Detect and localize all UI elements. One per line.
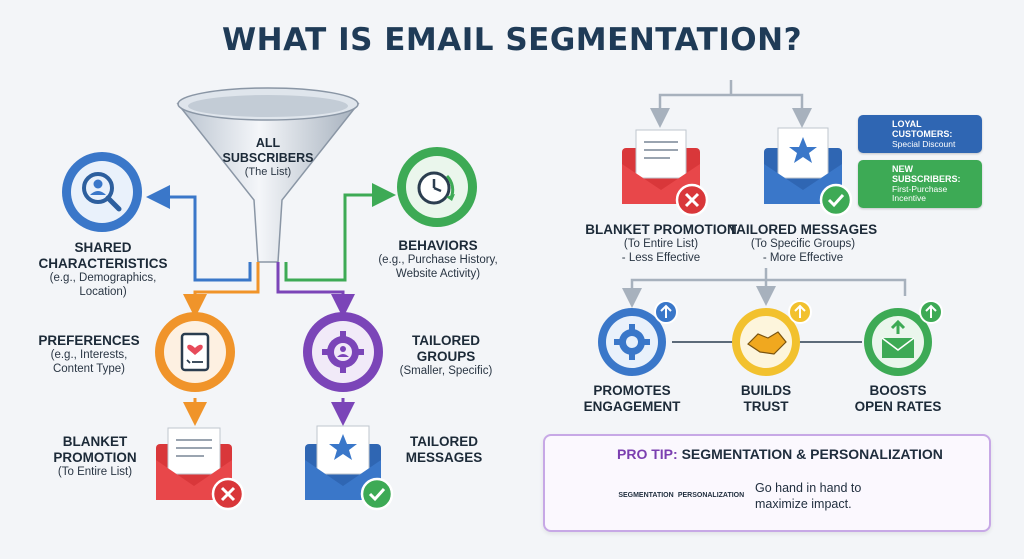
loyal-customers-bubble: LOYAL CUSTOMERS: Special Discount bbox=[858, 115, 982, 154]
right-tailored-sub1: (To Specific Groups) bbox=[750, 238, 856, 251]
red-envelope-icon bbox=[156, 427, 232, 500]
pro-tip-title: PRO TIP: SEGMENTATION & PERSONALIZATION bbox=[617, 446, 943, 462]
envelope-up-icon bbox=[864, 300, 943, 376]
gear-person-icon bbox=[303, 312, 383, 392]
handshake-icon bbox=[732, 300, 812, 376]
right-blanket-label: BLANKET PROMOTION (To Entire List) - Les… bbox=[582, 222, 740, 266]
behaviors-title: BEHAVIORS bbox=[398, 238, 478, 253]
loyal-title: LOYAL CUSTOMERS: bbox=[892, 119, 953, 140]
right-blanket-sub2: - Less Effective bbox=[621, 251, 701, 264]
checklist-heart-icon bbox=[155, 312, 235, 392]
pro-tip-text: Go hand in hand to maximize impact. bbox=[755, 481, 862, 511]
pro-tip-label: PRO TIP: bbox=[617, 446, 678, 462]
left-blanket-sub: (To Entire List) bbox=[57, 466, 133, 479]
left-tailored-messages-title: TAILORED MESSAGES bbox=[405, 434, 483, 466]
benefit-openrates-label: BOOSTS OPEN RATES bbox=[848, 383, 948, 415]
shared-characteristics-label: SHARED CHARACTERISTICS (e.g., Demographi… bbox=[28, 240, 178, 300]
behaviors-label: BEHAVIORS (e.g., Purchase History, Websi… bbox=[368, 238, 508, 282]
preferences-title: PREFERENCES bbox=[38, 333, 140, 348]
benefit-openrates-line1: BOOSTS bbox=[869, 383, 927, 398]
left-blanket-title: BLANKET PROMOTION bbox=[53, 434, 137, 466]
shared-title: SHARED CHARACTERISTICS bbox=[38, 240, 168, 272]
loyal-sub: Special Discount bbox=[892, 138, 956, 149]
page-title: WHAT IS EMAIL SEGMENTATION? bbox=[221, 22, 803, 58]
behaviors-sub: (e.g., Purchase History, Website Activit… bbox=[378, 254, 498, 280]
right-tailored-sub2: - More Effective bbox=[762, 251, 844, 264]
preferences-sub: (e.g., Interests, Content Type) bbox=[50, 349, 128, 375]
gear-icon bbox=[598, 300, 678, 376]
left-tailored-messages-label: TAILORED MESSAGES bbox=[404, 434, 484, 466]
benefit-trust-line2: TRUST bbox=[743, 399, 789, 415]
new-subscribers-bubble: NEW SUBSCRIBERS: First-Purchase Incentiv… bbox=[858, 160, 982, 209]
tailored-groups-title: TAILORED GROUPS bbox=[412, 333, 480, 365]
funnel-icon bbox=[176, 87, 360, 263]
tailored-groups-sub: (Smaller, Specific) bbox=[399, 365, 493, 378]
benefit-engagement-line2: ENGAGEMENT bbox=[583, 399, 681, 415]
funnel-label: ALL SUBSCRIBERS (The List) bbox=[213, 136, 323, 179]
right-tailored-label: TAILORED MESSAGES (To Specific Groups) -… bbox=[728, 222, 878, 266]
close-badge-icon bbox=[211, 477, 245, 511]
segmentation-gear-label: SEGMENTATION bbox=[618, 492, 674, 499]
preferences-label: PREFERENCES (e.g., Interests, Content Ty… bbox=[30, 333, 148, 377]
clock-refresh-icon bbox=[397, 147, 477, 227]
funnel-subtitle: (The List) bbox=[244, 166, 292, 178]
new-title: NEW SUBSCRIBERS: bbox=[892, 164, 961, 185]
right-tailored-title: TAILORED MESSAGES bbox=[728, 222, 878, 237]
pro-tip-heading: SEGMENTATION & PERSONALIZATION bbox=[681, 446, 943, 462]
close-badge-icon bbox=[675, 183, 709, 217]
benefit-openrates-line2: OPEN RATES bbox=[854, 399, 942, 415]
personalization-gear-label: PERSONALIZATION bbox=[677, 492, 745, 499]
benefit-engagement-label: PROMOTES ENGAGEMENT bbox=[582, 383, 682, 415]
check-badge-icon bbox=[819, 183, 853, 217]
magnifier-person-icon bbox=[62, 152, 142, 232]
benefit-engagement-line1: PROMOTES bbox=[593, 383, 671, 398]
right-blanket-title: BLANKET PROMOTION bbox=[585, 222, 737, 237]
benefit-trust-label: BUILDS TRUST bbox=[716, 383, 816, 415]
benefit-trust-line1: BUILDS bbox=[740, 383, 792, 398]
pro-tip-box: PRO TIP: SEGMENTATION & PERSONALIZATION … bbox=[543, 434, 991, 532]
right-blanket-sub1: (To Entire List) bbox=[623, 238, 699, 251]
funnel-title: ALL SUBSCRIBERS bbox=[222, 136, 314, 165]
tailored-groups-label: TAILORED GROUPS (Smaller, Specific) bbox=[392, 333, 500, 379]
left-blanket-label: BLANKET PROMOTION (To Entire List) bbox=[40, 434, 150, 480]
check-badge-icon bbox=[360, 477, 394, 511]
shared-sub: (e.g., Demographics, Location) bbox=[49, 272, 157, 299]
new-sub: First-Purchase Incentive bbox=[892, 183, 948, 204]
